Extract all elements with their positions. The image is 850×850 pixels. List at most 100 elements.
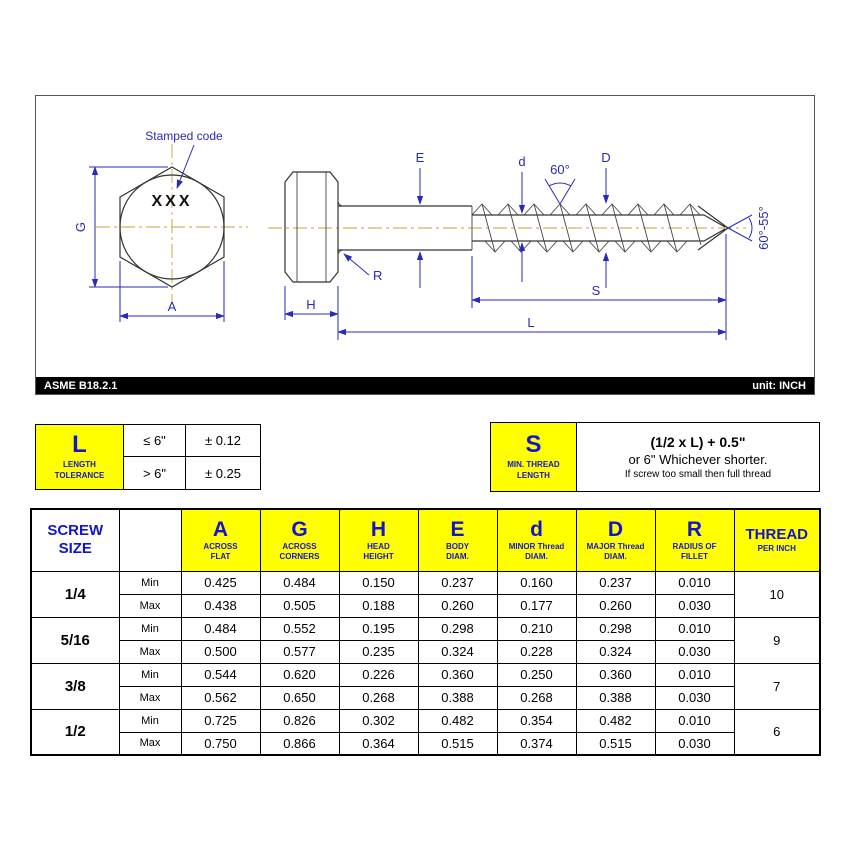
value-cell: 0.298 [575, 616, 656, 641]
dim-L: L [337, 315, 727, 336]
value-cell: 0.260 [417, 593, 498, 618]
min-label-cell: Min [118, 616, 182, 641]
table-row: 1/2 Min 0.725 0.826 0.302 0.482 0.354 0.… [30, 708, 821, 756]
length-tolerance-label: LENGTH TOLERANCE [54, 460, 105, 480]
value-cell: 0.505 [259, 593, 340, 618]
value-cell: 0.725 [180, 708, 261, 733]
length-tolerance-value: ± 0.25 [204, 465, 242, 481]
min-label-cell: Min [118, 570, 182, 595]
dim-label-R: R [373, 268, 382, 283]
value-cell: 0.482 [575, 708, 656, 733]
dim-label-G: G [73, 222, 88, 232]
value-cell: 0.562 [180, 685, 261, 710]
dim-S: S [471, 234, 727, 340]
value-cell: 0.150 [338, 570, 419, 595]
value-cell: 0.235 [338, 639, 419, 664]
thread-symbol: S [525, 431, 542, 459]
thread-formula: (1/2 x L) + 0.5" [650, 434, 746, 450]
value-cell: 0.010 [654, 616, 735, 641]
dim-R: R [343, 253, 382, 283]
value-cell: 0.228 [496, 639, 577, 664]
hex-head-front-view [119, 166, 225, 288]
point-angle-annotation: 60°-55° [727, 206, 771, 250]
min-label-cell: Min [118, 662, 182, 687]
dim-label-L: L [527, 315, 534, 330]
value-cell: 0.500 [180, 639, 261, 664]
max-label-cell: Max [118, 593, 182, 618]
value-cell: 0.577 [259, 639, 340, 664]
value-cell: 0.260 [575, 593, 656, 618]
value-cell: 0.544 [180, 662, 261, 687]
value-cell: 0.302 [338, 708, 419, 733]
length-tolerance-box: L LENGTH TOLERANCE ≤ 6" ± 0.12 > 6" ± 0.… [35, 424, 261, 490]
dim-d: d [518, 154, 526, 282]
tpi-cell: 10 [733, 570, 821, 618]
dim-label-d: d [518, 154, 525, 169]
value-cell: 0.226 [338, 662, 419, 687]
stamped-code-label: Stamped code [145, 129, 223, 143]
max-label-cell: Max [118, 685, 182, 710]
dim-label-E: E [416, 150, 425, 165]
drawing-title-bar: ASME B18.2.1 unit: INCH [36, 377, 814, 394]
value-cell: 0.374 [496, 731, 577, 756]
dim-D: D [601, 150, 611, 288]
thread-angle-annotation: 60° [544, 162, 576, 205]
value-cell: 0.552 [259, 616, 340, 641]
dim-label-A: A [168, 299, 177, 314]
length-tolerance-key: L LENGTH TOLERANCE [36, 425, 124, 489]
min-thread-length-key: S MIN. THREAD LENGTH [491, 423, 577, 491]
tpi-cell: 6 [733, 708, 821, 756]
value-cell: 0.030 [654, 731, 735, 756]
value-cell: 0.324 [575, 639, 656, 664]
min-thread-length-label: MIN. THREAD LENGTH [507, 460, 560, 480]
value-cell: 0.010 [654, 570, 735, 595]
length-condition: > 6" [124, 457, 186, 489]
value-cell: 0.484 [259, 570, 340, 595]
length-tolerance-values: ≤ 6" ± 0.12 > 6" ± 0.25 [124, 425, 260, 489]
value-cell: 0.360 [417, 662, 498, 687]
screw-size-cell: 3/8 [30, 662, 120, 710]
value-cell: 0.250 [496, 662, 577, 687]
value-cell: 0.030 [654, 639, 735, 664]
col-header-thread-per-inch: THREAD PER INCH [733, 508, 821, 572]
value-cell: 0.177 [496, 593, 577, 618]
value-cell: 0.298 [417, 616, 498, 641]
value-cell: 0.030 [654, 685, 735, 710]
minmax-header [118, 508, 182, 572]
value-cell: 0.268 [338, 685, 419, 710]
value-cell: 0.237 [575, 570, 656, 595]
value-cell: 0.010 [654, 708, 735, 733]
value-cell: 0.438 [180, 593, 261, 618]
table-row: 1/4 Min 0.425 0.484 0.150 0.237 0.160 0.… [30, 570, 821, 618]
thread-angle-label: 60° [550, 162, 570, 177]
value-cell: 0.360 [575, 662, 656, 687]
table-row: Max 0.562 0.650 0.268 0.388 0.268 0.388 … [31, 685, 820, 710]
table-row: Max 0.500 0.577 0.235 0.324 0.228 0.324 … [31, 639, 820, 664]
value-cell: 0.750 [180, 731, 261, 756]
table-row: 3/8 Min 0.544 0.620 0.226 0.360 0.250 0.… [30, 662, 821, 710]
screw-size-header: SCREW SIZE [30, 508, 120, 572]
screw-size-cell: 1/4 [30, 570, 120, 618]
value-cell: 0.425 [180, 570, 261, 595]
dim-G: G [73, 166, 168, 288]
value-cell: 0.620 [259, 662, 340, 687]
value-cell: 0.515 [575, 731, 656, 756]
standard-label: ASME B18.2.1 [44, 379, 118, 392]
stamped-code-callout: Stamped code [145, 129, 223, 189]
dim-label-H: H [306, 297, 315, 312]
value-cell: 0.030 [654, 593, 735, 618]
value-cell: 0.010 [654, 662, 735, 687]
max-label-cell: Max [118, 639, 182, 664]
value-cell: 0.188 [338, 593, 419, 618]
lag-screw-drawing: XXX Stamped code G [73, 129, 771, 340]
value-cell: 0.237 [417, 570, 498, 595]
value-cell: 0.650 [259, 685, 340, 710]
